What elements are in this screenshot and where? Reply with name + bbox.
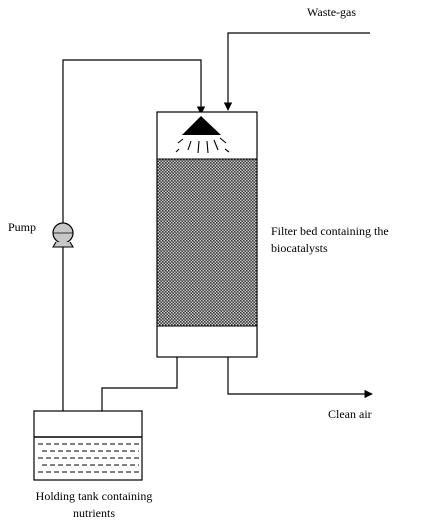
spray-droplets [175, 137, 230, 154]
waste-gas-label: Waste-gas [307, 5, 357, 19]
clean-air-label: Clean air [328, 407, 372, 421]
liquid-dashes [38, 443, 139, 473]
pump-label: Pump [8, 220, 37, 234]
spray-nozzle-icon [182, 116, 221, 135]
filter-bed-label: Filter bed containing the biocatalysts [271, 224, 389, 255]
pump-icon [52, 222, 74, 248]
drain-line [97, 357, 178, 425]
clean-air-outlet-line [227, 357, 373, 399]
filter-bed [156, 158, 258, 327]
holding-tank [33, 410, 143, 481]
holding-tank-label: Holding tank containing nutrients [35, 489, 153, 520]
nutrient-recirculation-line [62, 59, 206, 455]
waste-gas-inlet-line [223, 32, 370, 111]
